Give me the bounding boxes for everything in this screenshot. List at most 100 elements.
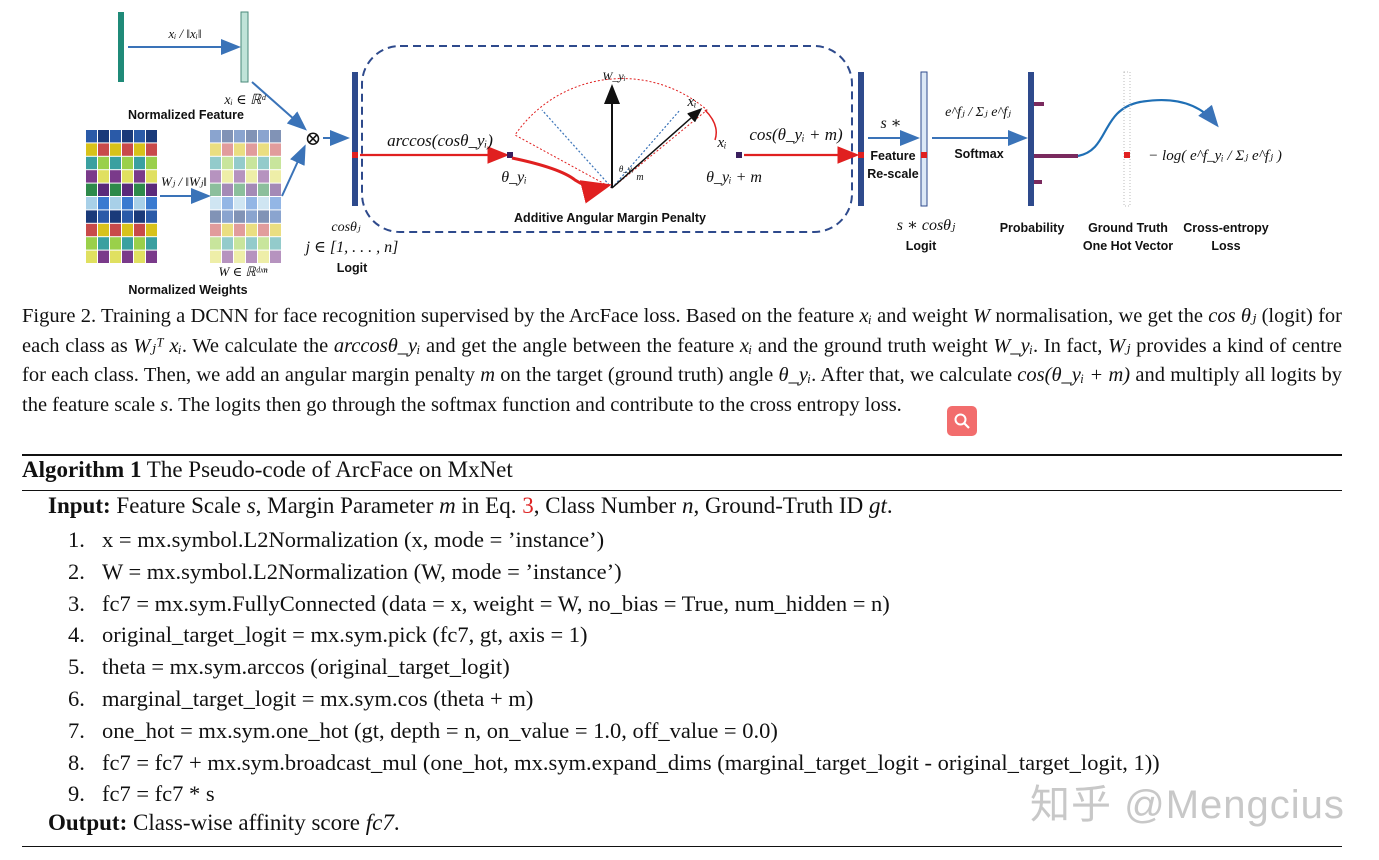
grid-cell xyxy=(246,250,257,263)
grid-cell xyxy=(134,250,145,263)
grid-cell xyxy=(270,143,281,156)
zhihu-watermark: 知乎 @Mengcius xyxy=(1030,783,1345,827)
line-code: fc7 = fc7 * s xyxy=(102,781,215,807)
input-var-gt: gt xyxy=(868,493,887,518)
line-number: 3. xyxy=(68,590,85,616)
grid-cell xyxy=(222,197,233,210)
grid-cell xyxy=(222,223,233,237)
normalized-weight-grid xyxy=(210,130,281,263)
caption-text: and weight xyxy=(871,305,974,327)
feature-rescale-label-1: Feature xyxy=(870,149,915,163)
grid-cell xyxy=(246,183,257,196)
grid-cell xyxy=(246,197,257,210)
xi-label-fan: xᵢ xyxy=(686,94,696,110)
equation-ref-link[interactable]: 3 xyxy=(522,493,534,518)
arcface-pipeline-diagram: xᵢ / ‖xᵢ‖ xᵢ ∈ ℝᵈ Normalized Feature Wⱼ … xyxy=(86,11,1282,297)
grid-cell xyxy=(234,143,245,156)
output-var: fc7 xyxy=(365,810,394,835)
grid-cell xyxy=(222,130,233,143)
grid-cell xyxy=(86,197,97,210)
caption-text: (logit) for each class as xyxy=(22,305,1342,357)
caption-text: . The logits then go through the softmax… xyxy=(168,393,902,416)
grid-cell xyxy=(234,156,245,170)
grid-cell xyxy=(134,210,145,223)
grid-cell xyxy=(234,197,245,210)
output-label: Output: xyxy=(48,810,128,835)
grid-cell xyxy=(98,197,109,210)
grid-cell xyxy=(134,223,145,237)
grid-cell xyxy=(146,223,157,237)
algorithm-line: 9. fc7 = fc7 * s xyxy=(68,778,1160,810)
caption-text: . After that, we calculate xyxy=(811,364,1018,386)
grid-cell xyxy=(234,250,245,263)
wj-over-norm-label: Wⱼ / ‖Wⱼ‖ xyxy=(161,174,207,189)
grid-cell xyxy=(146,156,157,170)
grid-cell xyxy=(134,156,145,170)
line-code: fc7 = fc7 + mx.sym.broadcast_mul (one_ho… xyxy=(102,749,1160,775)
caption-text: on the target (ground truth) angle xyxy=(495,364,779,386)
caption-text: Figure 2. Training a DCNN for face recog… xyxy=(22,305,860,327)
algo-mid-rule xyxy=(22,490,1342,491)
grid-cell xyxy=(246,143,257,156)
logit-label-1: Logit xyxy=(337,261,368,275)
grid-cell xyxy=(210,210,221,223)
grid-cell xyxy=(210,170,221,183)
logit-label-2: Logit xyxy=(906,239,937,253)
grid-cell xyxy=(210,130,221,143)
probability-label: Probability xyxy=(1000,221,1065,235)
caption-math: cos θⱼ xyxy=(1208,305,1257,327)
search-badge-button[interactable] xyxy=(947,406,977,436)
aamp-label: Additive Angular Margin Penalty xyxy=(514,211,706,225)
grid-cell xyxy=(234,183,245,196)
algorithm-number: Algorithm 1 xyxy=(22,457,142,482)
line-number: 5. xyxy=(68,654,85,680)
grid-cell xyxy=(146,183,157,196)
grid-cell xyxy=(246,156,257,170)
grid-cell xyxy=(222,170,233,183)
grid-cell xyxy=(86,237,97,250)
grid-cell xyxy=(270,210,281,223)
s-cos-label: s ∗ cosθⱼ xyxy=(897,217,956,234)
line-number: 2. xyxy=(68,558,85,584)
line-number: 9. xyxy=(68,781,85,807)
grid-cell xyxy=(86,143,97,156)
grid-cell xyxy=(270,237,281,250)
grid-cell xyxy=(86,170,97,183)
input-var-n: n xyxy=(681,493,694,518)
grid-cell xyxy=(258,156,269,170)
grid-cell xyxy=(98,156,109,170)
softmax-formula: e^fⱼ / Σⱼ e^fⱼ xyxy=(945,105,1011,120)
caption-math: s xyxy=(160,393,169,416)
w-in-rdn-label: W ∈ ℝᵈˣⁿ xyxy=(218,264,268,279)
algorithm-line: 2.W = mx.symbol.L2Normalization (W, mode… xyxy=(68,556,1160,588)
grid-cell xyxy=(134,237,145,250)
line-code: theta = mx.sym.arccos (original_target_l… xyxy=(102,654,510,680)
grid-cell xyxy=(146,197,157,210)
feature-rescale-label-2: Re-scale xyxy=(867,167,918,181)
grid-cell xyxy=(258,170,269,183)
caption-text: and get the angle between the feature xyxy=(420,334,740,357)
grid-cell xyxy=(258,183,269,196)
output-text: . xyxy=(393,810,400,835)
grid-cell xyxy=(122,143,133,156)
angular-fan xyxy=(514,78,708,189)
search-icon xyxy=(954,413,970,429)
line-number: 8. xyxy=(68,749,85,775)
grid-cell xyxy=(86,223,97,237)
input-text: , Class Number xyxy=(533,493,682,518)
caption-math: cos(θ_yᵢ + m) xyxy=(1017,364,1131,386)
caption-text: . In fact, xyxy=(1033,334,1108,357)
input-var-s: s xyxy=(246,493,256,518)
grid-cell xyxy=(98,237,109,250)
grid-cell xyxy=(222,156,233,170)
input-text: in Eq. xyxy=(455,493,523,518)
caption-math: W_yᵢ xyxy=(993,334,1033,357)
grid-cell xyxy=(234,130,245,143)
logit-bar xyxy=(352,72,358,206)
grid-cell xyxy=(222,143,233,156)
grid-cell xyxy=(86,156,97,170)
grid-cell xyxy=(122,237,133,250)
xi-label-right: xᵢ xyxy=(716,135,726,151)
algorithm-title: Algorithm 1 The Pseudo-code of ArcFace o… xyxy=(22,457,513,483)
grid-cell xyxy=(234,223,245,237)
